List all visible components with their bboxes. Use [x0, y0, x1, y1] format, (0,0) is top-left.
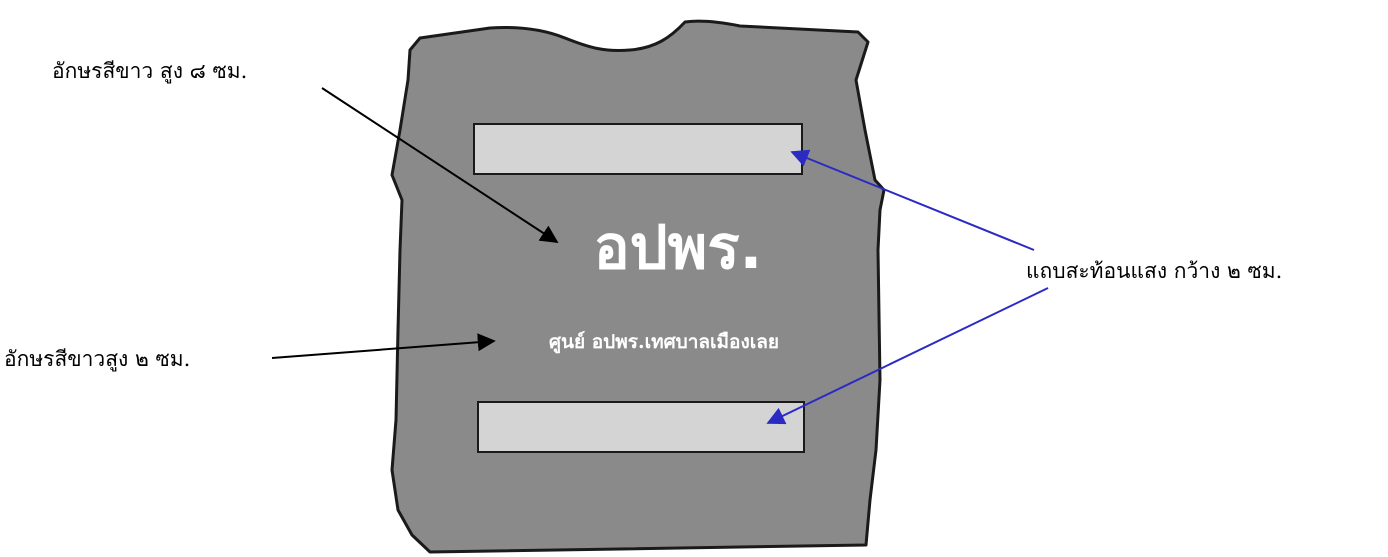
- arrow-small-letters: [271, 333, 496, 359]
- vest-main-text: อปพร.: [594, 213, 763, 283]
- reflective-strip-bottom: [477, 401, 805, 453]
- label-small-letters: อักษรสีขาวสูง ๒ ซม.: [4, 347, 190, 372]
- arrow-strip-top: [790, 149, 1035, 251]
- reflective-strip-top: [473, 123, 803, 175]
- label-large-letters: อักษรสีขาว สูง ๘ ซม.: [52, 59, 247, 84]
- label-reflective-strip: แถบสะท้อนแสง กว้าง ๒ ซม.: [1026, 259, 1282, 283]
- arrow-strip-bottom: [766, 287, 1049, 425]
- arrow-large-letters: [321, 87, 559, 243]
- vest-sub-text: ศูนย์ อปพร.เทศบาลเมืองเลย: [549, 331, 779, 354]
- vest-body: [390, 19, 886, 554]
